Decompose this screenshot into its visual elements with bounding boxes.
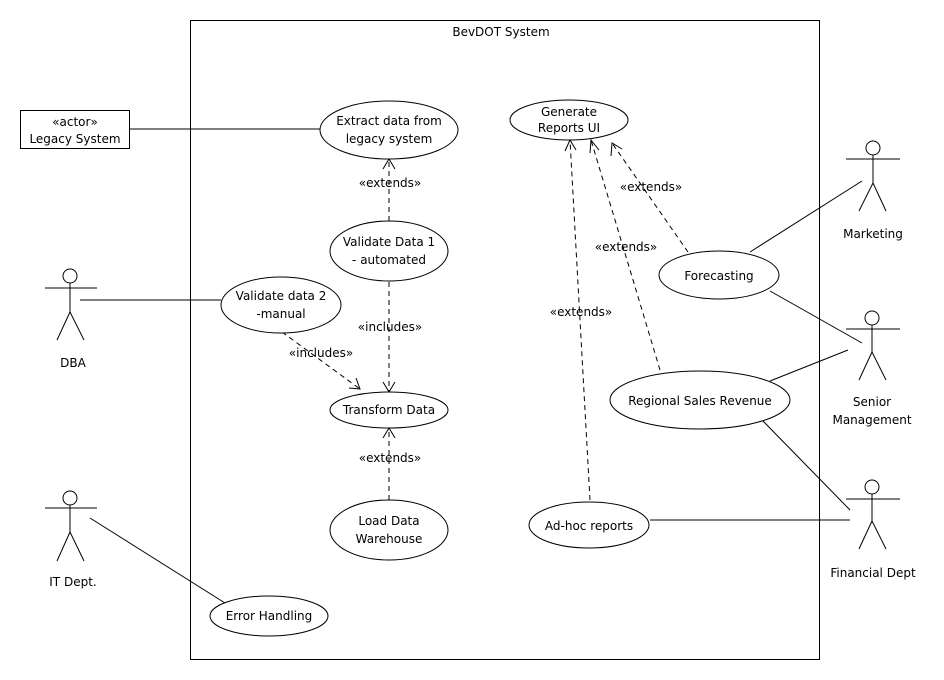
actor-legacy-name: Legacy System [29,132,120,146]
includes-validate2-transform [281,331,361,390]
arrowhead-reports-1 [610,142,623,157]
use-case-error-line-1: Error Handling [226,609,313,623]
actor-dba[interactable]: DBA [45,268,97,370]
use-case-extract-line-2: legacy system [346,132,433,146]
use-case-adhoc[interactable]: Ad-hoc reports [528,501,650,549]
use-case-regional-line-1: Regional Sales Revenue [628,394,772,408]
stick-figure-icon [45,268,97,341]
label-extends-validate1: «extends» [359,176,422,190]
use-case-validate2-line-2: -manual [256,307,305,321]
use-case-transform[interactable]: Transform Data [329,391,449,429]
use-case-transform-line-1: Transform Data [342,403,435,417]
arrowhead-reports-2 [589,138,600,154]
label-extends-forecasting: «extends» [620,180,683,194]
system-title: BevDOT System [452,25,549,39]
use-case-validate1[interactable]: Validate Data 1 - automated [329,220,449,282]
actor-legacy-system[interactable]: «actor» Legacy System [20,110,130,149]
use-case-extract[interactable]: Extract data from legacy system [319,100,459,160]
use-case-reports-ui[interactable]: Generate Reports UI [509,99,629,141]
assoc-senior-forecasting [769,290,863,344]
use-case-load[interactable]: Load Data Warehouse [329,499,449,561]
use-case-load-line-2: Warehouse [356,532,423,546]
use-case-forecasting-line-1: Forecasting [684,269,753,283]
assoc-senior-regional [769,349,849,382]
extends-adhoc-reports [569,139,591,501]
extends-regional-reports [590,139,661,371]
actor-financial-label: Financial Dept [830,566,916,580]
use-case-error[interactable]: Error Handling [209,595,329,637]
label-extends-load: «extends» [359,451,422,465]
actor-senior-label-line-1: Senior [853,395,891,409]
assoc-it-error [89,517,226,604]
actor-marketing[interactable]: Marketing [843,140,903,241]
actor-legacy-stereotype: «actor» [52,115,98,129]
actor-senior-label-line-2: Management [832,413,911,427]
associations [80,128,863,604]
use-case-regional[interactable]: Regional Sales Revenue [609,370,791,430]
actor-it-dept-label: IT Dept. [49,575,96,589]
actor-it-dept[interactable]: IT Dept. [45,490,97,589]
actor-senior-management[interactable]: Senior Management [832,310,912,427]
assoc-financial-regional [761,419,851,511]
use-case-adhoc-line-1: Ad-hoc reports [545,519,633,533]
label-extends-adhoc: «extends» [550,305,613,319]
use-case-validate1-line-1: Validate Data 1 [343,235,435,249]
use-case-validate1-line-2: - automated [352,253,426,267]
use-case-forecasting[interactable]: Forecasting [658,250,780,300]
use-case-validate2-line-1: Validate data 2 [236,289,327,303]
use-case-validate2[interactable]: Validate data 2 -manual [220,276,342,334]
arrowhead-transform-2 [348,377,361,390]
stick-figure-icon [846,310,900,381]
label-includes-validate2: «includes» [289,346,353,360]
actor-marketing-label: Marketing [843,227,903,241]
assoc-marketing-forecasting [749,180,863,253]
extends-forecasting-reports [611,142,689,253]
use-case-load-line-1: Load Data [358,514,419,528]
use-case-reports-ui-line-1: Generate [541,105,597,119]
stick-figure-icon [45,490,97,562]
actor-legacy-box [20,110,130,149]
system-boundary [190,20,820,660]
use-case-extract-line-1: Extract data from [336,114,442,128]
stick-figure-icon [846,140,900,212]
actor-dba-label: DBA [60,356,86,370]
label-includes-validate1: «includes» [358,320,422,334]
actor-financial-dept[interactable]: Financial Dept [830,479,916,580]
use-case-reports-ui-line-2: Reports UI [538,121,600,135]
label-extends-regional: «extends» [595,240,658,254]
stick-figure-icon [846,479,900,550]
